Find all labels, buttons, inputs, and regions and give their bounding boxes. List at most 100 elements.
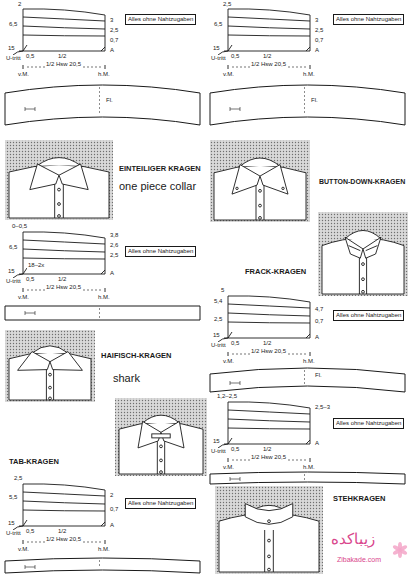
draft-line [306, 47, 310, 51]
dotted-ground [210, 140, 310, 222]
dimension-label: v.M. [17, 294, 30, 301]
dimension-label: 2,5 [13, 475, 23, 482]
dimension-label: 1/2 [262, 53, 272, 60]
button [259, 204, 262, 207]
button [160, 445, 163, 448]
draft-line [310, 15, 311, 51]
dimension-label: 0–0,5 [11, 223, 28, 230]
dimension-label: 0,7 [314, 318, 324, 325]
button [259, 217, 262, 220]
dimension-label: U-tritt [210, 448, 227, 455]
collar-piece [210, 368, 405, 392]
shirt-body [9, 352, 91, 400]
note-text: Alles ohne Nahtzugaben [128, 500, 193, 507]
collar-tab [152, 434, 170, 438]
collar-draft [218, 9, 310, 69]
shirt-body [9, 165, 109, 218]
shirt-body [214, 165, 306, 220]
draft-line [105, 15, 106, 51]
dimension-label: 1/2 Hsw 20,5 [250, 454, 287, 461]
draft-line [310, 302, 311, 338]
draft-line [228, 428, 310, 429]
dimension-label: 2,5–3 [314, 404, 331, 411]
draft-line [19, 51, 105, 52]
dimension-label: 4,7 [314, 306, 324, 313]
collar-draft [13, 484, 105, 544]
dimension-label: 6,5 [8, 21, 18, 28]
draft-line [228, 402, 310, 408]
draft-line [228, 402, 229, 444]
draft-line [224, 338, 310, 339]
neck-line [345, 230, 381, 238]
dimension-label: 15 [7, 520, 16, 527]
draft-line [23, 35, 105, 36]
button [49, 397, 52, 400]
dimension-label: 15 [7, 268, 16, 275]
caption-text: زیباکده [330, 530, 376, 547]
collar-illustration [5, 140, 113, 220]
draft-line [23, 17, 105, 21]
draft-line [228, 296, 310, 302]
button [362, 263, 365, 266]
dimension-label: 1/2 Hsw 20,5 [250, 61, 287, 68]
center-mark [99, 87, 100, 115]
button [268, 568, 271, 571]
button [268, 520, 271, 523]
draft-line [23, 540, 24, 544]
draft-line [224, 51, 310, 52]
dimension-label: 6,5 [8, 244, 18, 251]
caption-text: BUTTON-DOWN-KRAGEN [318, 178, 406, 186]
button [58, 188, 61, 191]
draft-line [101, 47, 105, 51]
caption-text: STEHKRAGEN [332, 495, 387, 504]
placket [359, 254, 366, 294]
dimension-label: A [109, 522, 115, 529]
dimension-label: 0,5 [230, 53, 240, 60]
draft-line [228, 419, 310, 422]
draft-line [19, 274, 105, 275]
dotted-ground [215, 486, 323, 574]
draft-line [228, 35, 310, 36]
dimension-label: U-tritt [210, 55, 227, 62]
dimension-label: 2,5 [109, 27, 119, 34]
placket [55, 180, 64, 218]
center-mark [99, 308, 100, 318]
draft-line [228, 65, 229, 69]
neck-line [37, 158, 80, 166]
dimension-label: 15 [212, 438, 221, 445]
buttonhole-mark [25, 565, 35, 569]
dimension-label: 5,4 [213, 298, 223, 305]
dimension-label: 1/2 Hsw 20,5 [250, 348, 287, 355]
dimension-label: v.M. [222, 71, 235, 78]
draft-line [228, 17, 310, 21]
dimension-label: v.M. [17, 546, 30, 553]
dotted-ground [5, 330, 95, 402]
dimension-label: Fl. [314, 372, 323, 379]
button [282, 187, 284, 189]
draft-line [23, 232, 24, 274]
draft-line [101, 522, 105, 526]
draft-line [23, 501, 105, 504]
dotted-ground [318, 212, 408, 296]
note-box: Alles ohne Nahtzugaben [125, 246, 196, 257]
button [49, 386, 52, 389]
button [49, 373, 52, 376]
draft-line [105, 238, 106, 274]
button [58, 203, 61, 206]
dimension-label: h.M. [302, 464, 316, 471]
note-text: Alles ohne Nahtzugaben [128, 248, 193, 255]
draft-line [228, 458, 229, 462]
dimension-label: A [109, 270, 115, 277]
neck-line [143, 415, 180, 423]
dimension-label: h.M. [97, 71, 111, 78]
dimension-label: h.M. [302, 71, 316, 78]
draft-line [105, 490, 106, 526]
placket [265, 530, 274, 572]
dimension-label: 15 [7, 45, 16, 52]
stand-collar [245, 504, 293, 525]
collar-illustration [210, 140, 310, 222]
collar-illustration [215, 486, 323, 574]
watermark-flower [392, 542, 408, 558]
dotted-ground [115, 398, 207, 476]
shirt-body [119, 422, 203, 474]
